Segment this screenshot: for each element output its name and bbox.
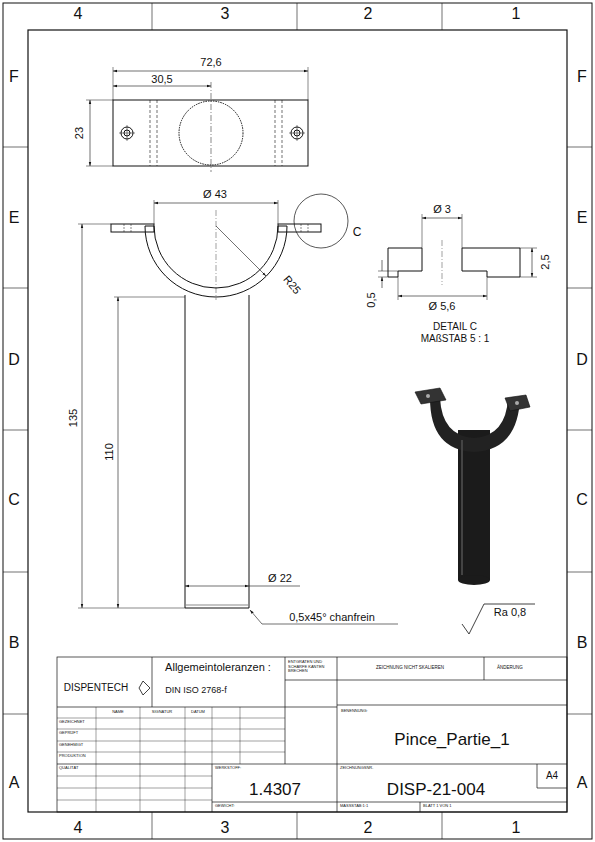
- dimension-label: 0,5x45° chanfrein: [288, 612, 376, 623]
- title-block-text: ENTGRATEN UND SCHARFE KANTEN BRECHEN: [287, 660, 335, 674]
- title-block-text: Allgemeintoleranzen :: [164, 662, 272, 673]
- title-block-text: QUALITÄT: [58, 766, 80, 770]
- detail-circle: [294, 194, 348, 248]
- zone-label: E: [8, 210, 21, 226]
- inner-frame: [28, 30, 567, 812]
- dimension-label: R25: [281, 273, 304, 297]
- surface-symbol: [462, 604, 535, 634]
- zone-label: 3: [220, 820, 231, 836]
- zone-label: F: [576, 69, 588, 85]
- title-block-text: DISP-21-004: [386, 781, 486, 798]
- title-block-text: BLATT 1 VON 1: [422, 804, 453, 808]
- zone-label: 3: [220, 6, 231, 22]
- title-block-text: GENEHMIGT: [58, 743, 84, 747]
- title-block-text: NAME: [111, 710, 125, 714]
- title-block-text: BENENNUNG:: [340, 709, 369, 713]
- dimension-label: Ø 22: [267, 573, 293, 584]
- dimension-label: MAßSTAB 5 : 1: [420, 334, 491, 344]
- zone-label: 2: [363, 820, 374, 836]
- zone-label: D: [7, 352, 21, 368]
- dimension-label: Ra 0,8: [493, 607, 527, 618]
- dimension-label: 0,5: [366, 291, 377, 308]
- title-block-text: DIN ISO 2768-f: [164, 686, 228, 695]
- zone-label: C: [7, 492, 21, 508]
- detail-view: [378, 214, 537, 300]
- zone-label: F: [8, 69, 20, 85]
- zone-label: B: [576, 635, 589, 651]
- dimension-label: DETAIL C: [432, 322, 478, 332]
- isometric-render: [415, 388, 530, 585]
- dimension-label: C: [352, 226, 363, 238]
- title-block-text: GEZEICHNET: [58, 720, 86, 724]
- title-block: [57, 657, 567, 812]
- zone-label: 4: [73, 820, 84, 836]
- title-block-text: GEPRÜFT: [58, 731, 79, 735]
- zone-label: E: [576, 210, 589, 226]
- outer-frame: [3, 3, 592, 839]
- zone-label: 1: [511, 6, 522, 22]
- title-block-text: DATUM: [190, 710, 206, 714]
- title-block-text: ÄNDERUNG: [496, 666, 524, 671]
- top-view: [86, 67, 308, 172]
- zone-label: B: [8, 635, 21, 651]
- dimension-label: Ø 43: [202, 189, 228, 200]
- zone-label: D: [575, 352, 589, 368]
- dimension-label: 23: [74, 126, 85, 140]
- title-block-text: WERKSTOFF:: [214, 766, 242, 770]
- dimension-label: Ø 3: [432, 204, 452, 215]
- zone-ticks: [3, 3, 592, 839]
- logo-mark: [139, 681, 150, 695]
- zone-label: A: [8, 775, 21, 791]
- title-block-text: MASSSTAB:1:1: [339, 804, 369, 808]
- zone-label: 1: [511, 820, 522, 836]
- title-block-text: 1.4307: [248, 781, 302, 798]
- dimension-label: 2,5: [540, 253, 551, 270]
- title-block-text: GEWICHT:: [214, 804, 236, 808]
- dimension-label: 30,5: [150, 74, 173, 85]
- zone-label: A: [576, 775, 589, 791]
- title-block-text: DISPENTECH: [63, 683, 129, 693]
- title-block-text: ZEICHNUNGSNR.: [339, 766, 374, 770]
- title-block-text: Pince_Partie_1: [393, 731, 510, 748]
- zone-label: 2: [363, 6, 374, 22]
- title-block-text: PRODUKTION: [58, 754, 87, 758]
- title-block-text: ZEICHNUNG NICHT SKALIEREN: [375, 666, 445, 671]
- dimension-label: 135: [68, 408, 79, 428]
- zone-label: C: [575, 492, 589, 508]
- dimension-label: 110: [104, 442, 115, 462]
- front-view: [78, 194, 398, 624]
- title-block-text: SIGNATUR: [151, 710, 173, 714]
- dimension-label: Ø 5,6: [428, 301, 457, 312]
- dimension-label: 72,6: [199, 57, 222, 68]
- zone-label: 4: [73, 6, 84, 22]
- title-block-text: A4: [545, 771, 559, 781]
